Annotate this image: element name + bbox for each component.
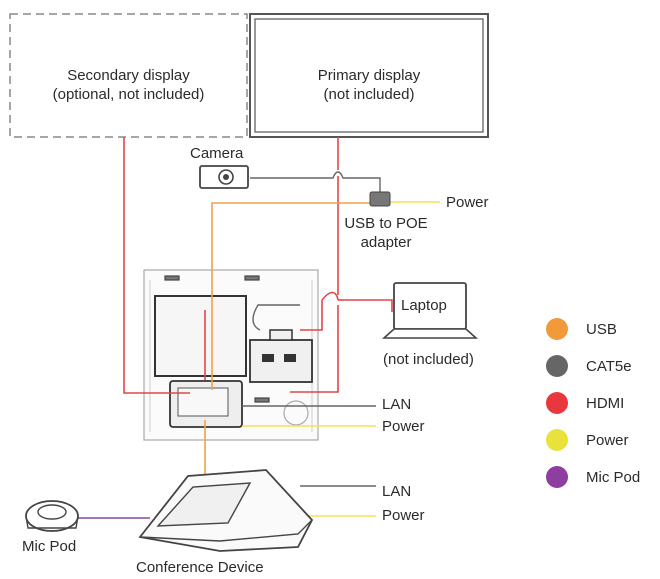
laptop bbox=[381, 282, 479, 339]
camera bbox=[199, 165, 249, 189]
primary-display-screen bbox=[254, 18, 484, 133]
camera-label: Camera bbox=[190, 145, 244, 162]
legend-label: CAT5e bbox=[586, 358, 632, 375]
conference-device bbox=[138, 469, 314, 552]
primary-display bbox=[249, 13, 489, 138]
conference-device-label: Conference Device bbox=[136, 559, 264, 576]
cable-legend: USB CAT5e HDMI Power Mic Pod bbox=[546, 318, 656, 503]
lan-label-bottom: LAN bbox=[382, 483, 412, 500]
secondary-display bbox=[9, 13, 248, 138]
secondary-display-label: Secondary display (optional, not include… bbox=[52, 67, 205, 103]
legend-item-hdmi: HDMI bbox=[546, 392, 656, 429]
legend-label: Mic Pod bbox=[586, 469, 641, 486]
network-switch bbox=[249, 329, 313, 383]
power-label-bottom: Power bbox=[382, 507, 425, 524]
legend-item-mic-pod: Mic Pod bbox=[546, 466, 656, 503]
plate-screws bbox=[164, 275, 270, 403]
cat5e-cables bbox=[242, 171, 381, 487]
primary-display-label: Primary display (not included) bbox=[317, 67, 421, 103]
legend-item-cat5e: CAT5e bbox=[546, 355, 656, 392]
mic-pod bbox=[25, 500, 79, 532]
legend-item-usb: USB bbox=[546, 318, 656, 355]
cat5e-color-dot bbox=[546, 355, 568, 377]
usb-poe-adapter bbox=[369, 191, 391, 207]
hdmi-color-dot bbox=[546, 392, 568, 414]
mic-pod-label: Mic Pod bbox=[22, 538, 77, 555]
legend-label: USB bbox=[586, 321, 617, 338]
control-box bbox=[154, 295, 247, 377]
usb-poe-adapter-label: USB to POE adapter bbox=[344, 215, 428, 251]
usb-cables bbox=[204, 202, 376, 478]
lan-label-mid: LAN bbox=[382, 396, 412, 413]
power-cables bbox=[242, 201, 440, 517]
power-color-dot bbox=[546, 429, 568, 451]
power-label-mid: Power bbox=[382, 418, 425, 435]
usb-color-dot bbox=[546, 318, 568, 340]
laptop-note: (not included) bbox=[383, 351, 474, 368]
power-label-top: Power bbox=[446, 194, 489, 211]
legend-label: HDMI bbox=[586, 395, 625, 412]
legend-label: Power bbox=[586, 432, 629, 449]
legend-item-power: Power bbox=[546, 429, 656, 466]
laptop-label: Laptop bbox=[401, 297, 447, 314]
mic-pod-color-dot bbox=[546, 466, 568, 488]
hdmi-cables bbox=[123, 137, 393, 394]
